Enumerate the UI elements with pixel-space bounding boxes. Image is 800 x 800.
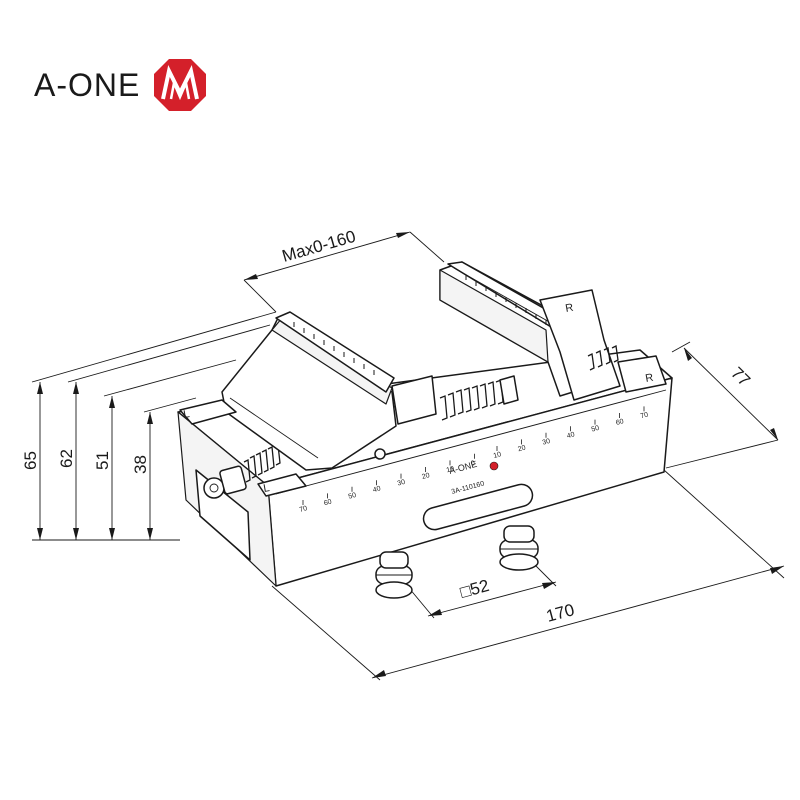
plate-logo-icon	[489, 461, 499, 471]
right-jaw: R R	[439, 261, 667, 401]
brand-logo-icon	[154, 59, 207, 111]
right-jaw-marking-back: R	[564, 302, 574, 315]
scale-number: 40	[372, 485, 381, 494]
height-overall-label: 65	[21, 451, 40, 470]
height-2-label: 62	[57, 449, 76, 468]
left-jaw-marking-back: L	[182, 408, 190, 421]
scale-right: 10 20 30 40 50 60 70	[493, 406, 649, 460]
scale-left: 70 60 50 40 30 20 10 0	[299, 453, 476, 514]
right-jaw-scale	[465, 275, 547, 325]
jaw-opening-label: Max0-160	[280, 227, 358, 266]
brand-name: A-ONE	[34, 67, 141, 103]
scale-number: 0	[470, 460, 476, 468]
height-3-label: 51	[93, 451, 112, 470]
scale-number: 10	[493, 451, 502, 460]
locating-pins	[375, 525, 539, 599]
length-label: 170	[544, 600, 576, 626]
locating-pin-right	[499, 525, 539, 571]
depth-dimension: 77	[665, 341, 779, 469]
scale-number: 60	[615, 418, 624, 427]
scale-number: 20	[517, 445, 526, 454]
depth-label: 77	[727, 363, 754, 390]
height-4-label: 38	[131, 455, 150, 474]
left-jaw: L L	[179, 311, 397, 497]
brand-header: A-ONE	[34, 59, 208, 111]
scale-number: 60	[323, 499, 332, 508]
center-spring	[391, 375, 519, 425]
jaw-opening-dimension: Max0-160	[243, 227, 445, 313]
scale-number: 50	[591, 425, 600, 434]
pin-spacing-label: □52	[458, 576, 491, 602]
scale-number: 40	[566, 431, 575, 440]
height-dimensions: 65 62 51 38	[21, 311, 277, 541]
scale-number: 70	[299, 505, 308, 514]
scale-number: 50	[348, 492, 357, 501]
left-spindle	[203, 444, 281, 499]
locating-pin-left	[375, 551, 413, 599]
left-jaw-marking-front: L	[262, 482, 270, 495]
scale-number: 10	[446, 466, 455, 475]
scale-number: 30	[397, 479, 406, 488]
right-jaw-marking-front: R	[644, 372, 654, 385]
left-jaw-scale	[293, 322, 375, 375]
scale-number: 20	[421, 472, 430, 481]
scale-number: 70	[640, 412, 649, 421]
scale-number: 30	[542, 438, 551, 447]
